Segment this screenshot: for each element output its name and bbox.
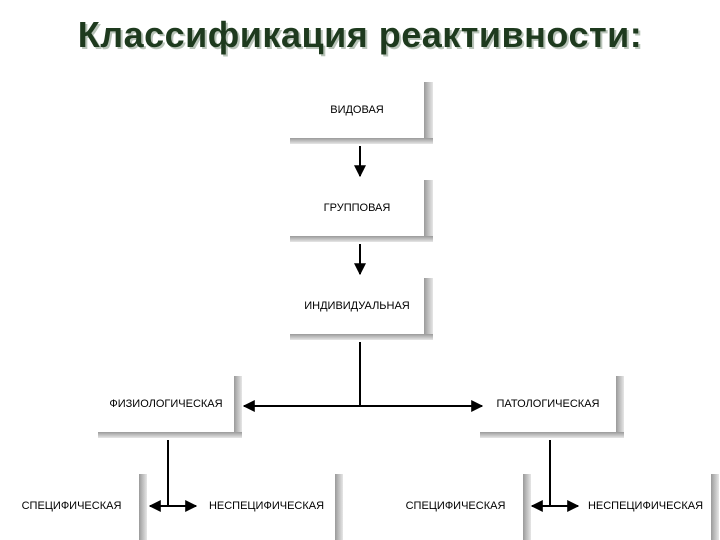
connector-lines bbox=[148, 146, 580, 512]
node-pat-nespecificheskaya: НЕСПЕЦИФИЧЕСКАЯ bbox=[587, 500, 704, 512]
node-vidovaya: ВИДОВАЯ bbox=[330, 104, 384, 116]
node-fiziologicheskaya: ФИЗИОЛОГИЧЕСКАЯ bbox=[109, 398, 223, 410]
slide-title: Классификация реактивности: bbox=[77, 14, 643, 55]
box-shadows bbox=[98, 82, 719, 540]
node-fiz-specificheskaya: СПЕЦИФИЧЕСКАЯ bbox=[21, 500, 122, 512]
node-individualnaya: ИНДИВИДУАЛЬНАЯ bbox=[304, 300, 410, 312]
node-gruppovaya: ГРУППОВАЯ bbox=[323, 202, 391, 214]
node-pat-specificheskaya: СПЕЦИФИЧЕСКАЯ bbox=[405, 500, 506, 512]
node-patologicheskaya: ПАТОЛОГИЧЕСКАЯ bbox=[496, 398, 600, 410]
node-fiz-nespecificheskaya: НЕСПЕЦИФИЧЕСКАЯ bbox=[208, 500, 325, 512]
